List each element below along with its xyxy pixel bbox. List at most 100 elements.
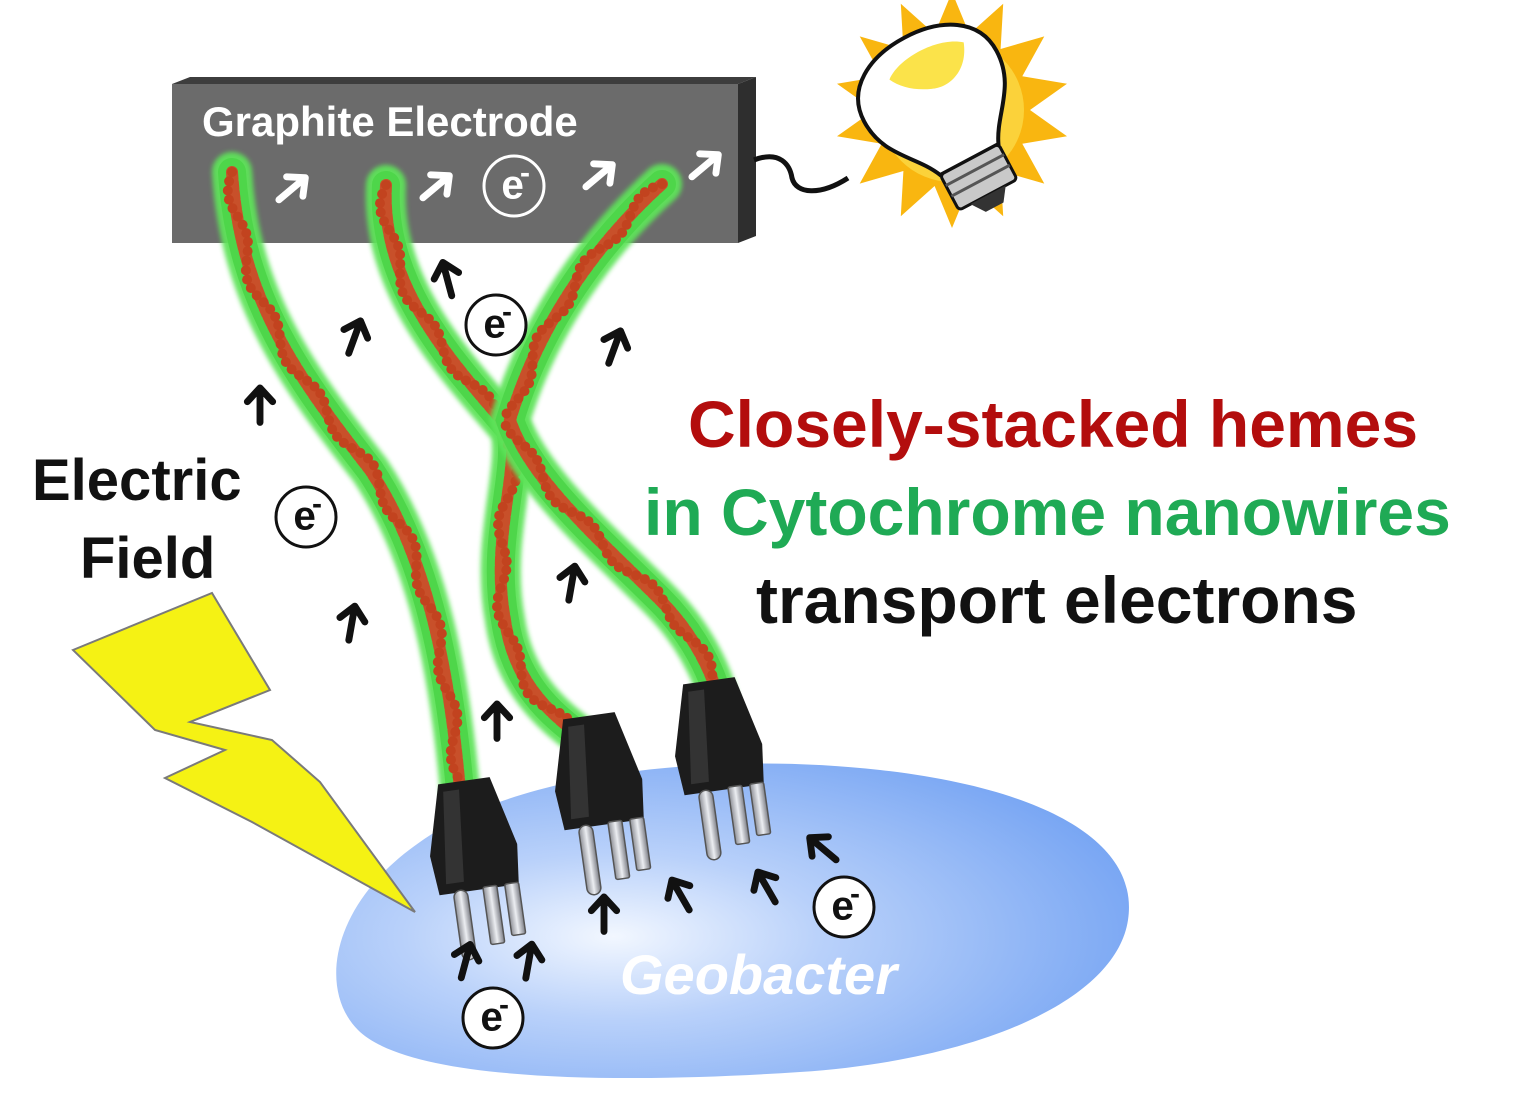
heme-bead bbox=[494, 528, 505, 539]
heme-bead bbox=[536, 324, 547, 335]
heme-bead bbox=[520, 441, 531, 452]
nanowire bbox=[365, 165, 605, 760]
heme-bead bbox=[242, 236, 253, 247]
headline-line1: Closely-stacked hemes bbox=[688, 387, 1419, 461]
electron-icon: e- bbox=[812, 875, 876, 939]
heme-bead bbox=[550, 497, 561, 508]
arrow-icon bbox=[513, 940, 546, 982]
geobacter-label: Geobacter bbox=[620, 943, 900, 1006]
heme-bead bbox=[416, 307, 427, 318]
heme-bead bbox=[633, 193, 644, 204]
heme-bead bbox=[274, 329, 285, 340]
heme-bead bbox=[436, 637, 446, 648]
heme-bead bbox=[324, 415, 334, 426]
arrow-icon bbox=[450, 940, 483, 982]
heme-bead bbox=[237, 219, 248, 230]
heme-bead bbox=[375, 207, 386, 218]
heme-bead bbox=[338, 437, 349, 448]
heme-bead bbox=[603, 239, 614, 250]
heme-bead bbox=[703, 651, 714, 662]
heme-bead bbox=[669, 620, 680, 631]
heme-bead bbox=[273, 320, 284, 331]
heme-bead bbox=[436, 337, 447, 348]
heme-bead bbox=[543, 318, 554, 329]
heme-bead bbox=[452, 370, 463, 381]
heme-bead bbox=[223, 194, 234, 205]
heme-bead bbox=[611, 234, 621, 245]
heme-bead bbox=[515, 660, 526, 671]
heme-bead bbox=[436, 628, 447, 639]
heme-bead bbox=[411, 560, 422, 571]
heme-bead bbox=[512, 435, 523, 446]
heme-bead bbox=[524, 378, 535, 389]
heme-bead bbox=[639, 187, 650, 198]
heme-bead bbox=[410, 570, 421, 581]
heme-bead bbox=[414, 587, 425, 598]
heme-bead bbox=[515, 651, 525, 662]
heme-bead bbox=[537, 700, 548, 711]
heme-bead bbox=[492, 592, 503, 603]
heme-bead bbox=[516, 670, 527, 681]
heme-bead bbox=[682, 632, 693, 643]
heme-bead bbox=[500, 547, 510, 558]
heme-bead bbox=[698, 643, 709, 654]
heme-bead bbox=[375, 198, 385, 209]
arrow-icon bbox=[600, 327, 632, 367]
arrow-group bbox=[243, 150, 840, 982]
heme-bead bbox=[375, 488, 386, 499]
heme-bead bbox=[401, 525, 412, 536]
heme-bead bbox=[631, 570, 642, 581]
arrow-icon bbox=[587, 893, 621, 935]
heme-bead bbox=[258, 297, 269, 308]
heme-bead bbox=[574, 262, 585, 273]
nanowire-group bbox=[212, 152, 740, 810]
heme-bead bbox=[567, 290, 578, 301]
arrow-icon bbox=[582, 160, 616, 191]
heme-bead bbox=[499, 573, 509, 584]
heme-bead bbox=[275, 339, 286, 350]
heme-bead bbox=[522, 688, 533, 699]
electron-icon: e- bbox=[464, 293, 528, 357]
electron-charge: - bbox=[499, 988, 509, 1021]
heme-bead bbox=[622, 566, 633, 577]
heme-bead bbox=[251, 290, 262, 301]
heme-bead bbox=[452, 717, 463, 728]
heme-bead bbox=[294, 370, 304, 381]
headline-line2: in Cytochrome nanowires bbox=[644, 475, 1451, 549]
electron-symbol: e bbox=[483, 301, 506, 347]
heme-bead bbox=[245, 283, 256, 293]
heme-bead bbox=[408, 301, 419, 312]
heme-bead bbox=[575, 511, 586, 522]
heme-bead bbox=[227, 167, 237, 177]
electron-charge: - bbox=[520, 156, 530, 189]
heme-bead bbox=[497, 538, 507, 549]
electron-charge: - bbox=[502, 295, 512, 328]
heme-bead bbox=[527, 360, 538, 371]
heme-bead bbox=[410, 541, 421, 552]
heme-bead bbox=[554, 708, 565, 718]
heme-bead bbox=[551, 312, 562, 323]
heme-bead bbox=[540, 482, 551, 492]
heme-bead bbox=[625, 210, 636, 221]
heme-bead bbox=[594, 243, 605, 254]
heme-bead bbox=[452, 772, 463, 782]
heme-bead bbox=[435, 674, 446, 685]
heme-bead bbox=[594, 530, 605, 541]
heme-bead bbox=[529, 695, 539, 706]
heme-bead bbox=[265, 304, 276, 315]
heme-bead bbox=[402, 295, 413, 306]
heme-bead bbox=[513, 393, 524, 404]
heme-bead bbox=[706, 660, 717, 671]
heme-bead bbox=[519, 386, 530, 397]
geobacter-cell bbox=[336, 763, 1129, 1079]
heme-bead bbox=[241, 228, 252, 239]
heme-bead bbox=[531, 332, 542, 343]
heme-bead bbox=[381, 180, 391, 190]
heme-bead bbox=[569, 281, 580, 292]
arrow-icon bbox=[419, 171, 453, 202]
heme-bead bbox=[583, 516, 594, 527]
heme-bead bbox=[280, 357, 291, 367]
heme-bead bbox=[377, 497, 388, 508]
heme-bead bbox=[395, 249, 406, 260]
